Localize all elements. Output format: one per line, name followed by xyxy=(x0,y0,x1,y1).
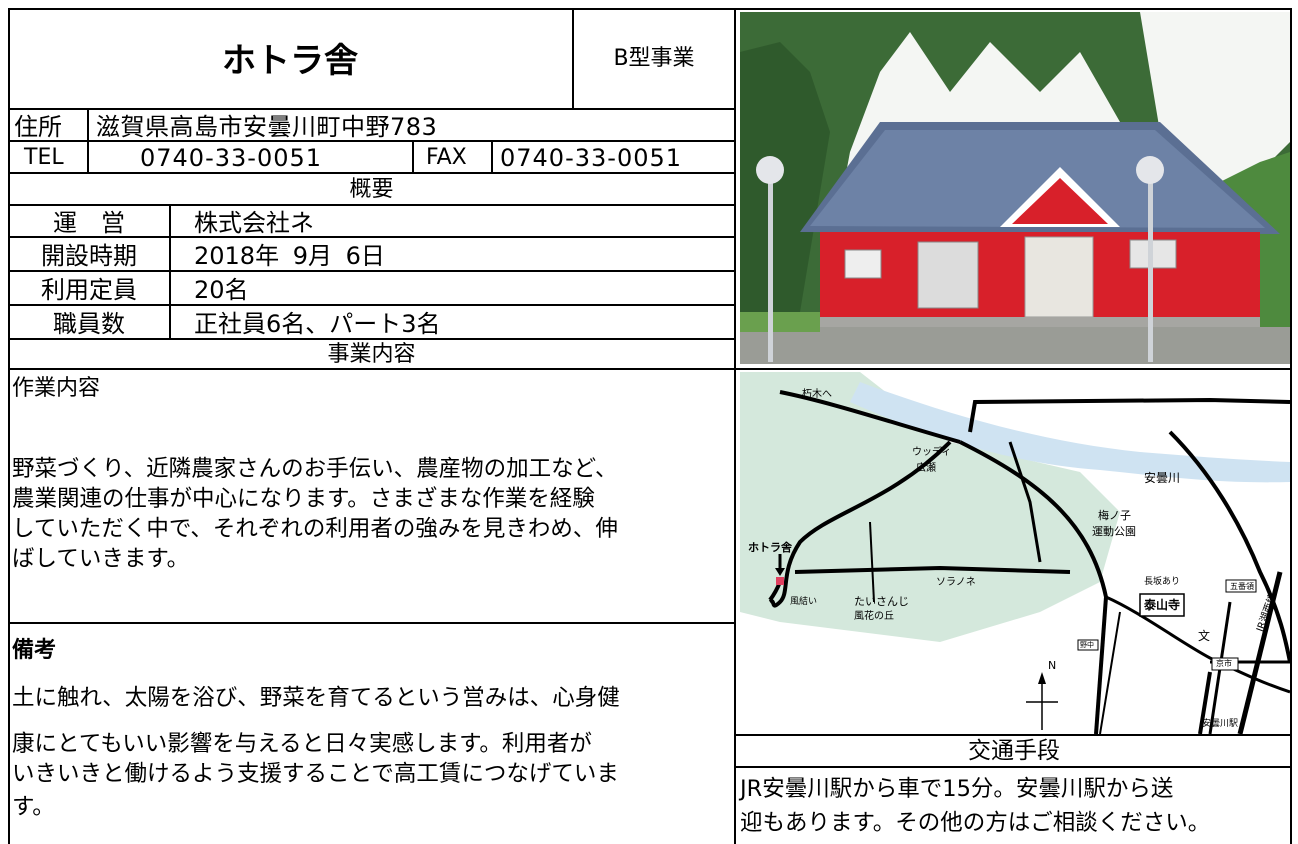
fax-value: 0740-33-0051 xyxy=(500,144,683,172)
map-label-kutsuki: 朽木へ xyxy=(802,389,832,400)
work-line-2: 農業関連の仕事が中心になります。さまざまな作業を経験 xyxy=(12,486,595,512)
map-label-kyoumachi: 京市 xyxy=(1216,659,1232,668)
map-label-kazahana: 風花の丘 xyxy=(854,611,894,622)
work-line-4: ばしていきます。 xyxy=(12,546,190,572)
fax-divider-right xyxy=(491,142,493,174)
overview-value-1: 株式会社ネ xyxy=(194,209,314,237)
work-line-1: 野菜づくり、近隣農家さんのお手伝い、農産物の加工など、 xyxy=(12,456,618,482)
transport-heading-row xyxy=(736,734,1292,768)
work-line-3: していただく中で、それぞれの利用者の強みを見きわめ、伸 xyxy=(12,516,618,542)
overview-heading: 概要 xyxy=(349,177,394,202)
column-divider xyxy=(734,8,736,844)
map-label-taisanji: たいさんじ xyxy=(854,595,909,608)
map-label-soranone: ソラノネ xyxy=(936,577,976,588)
tel-fax-row xyxy=(8,142,735,174)
header-divider xyxy=(572,8,574,110)
notes-divider xyxy=(8,622,735,624)
map-label-hirose: 広瀬 xyxy=(916,463,936,474)
business-heading: 事業内容 xyxy=(327,342,416,367)
facility-photo xyxy=(740,12,1290,364)
map-label-taisanji-temple: 泰山寺 xyxy=(1144,598,1181,612)
overview-label-3: 利用定員 xyxy=(41,276,137,304)
map-label-north: N xyxy=(1048,659,1057,672)
map-label-woody: ウッディ xyxy=(912,447,952,458)
overview-value-4: 正社員6名、パート3名 xyxy=(194,310,441,338)
fax-label: FAX xyxy=(426,145,467,170)
overview-divider xyxy=(169,206,171,340)
facility-type: B型事業 xyxy=(613,46,695,71)
map-label-hotora: ホトラ舎 xyxy=(748,541,792,554)
facility-name: ホトラ舎 xyxy=(222,41,358,81)
fax-divider-left xyxy=(412,142,414,174)
map-label-nagasaka: 長坂あり xyxy=(1144,577,1181,587)
address-divider xyxy=(87,110,89,142)
access-map: 朽木へ ウッディ 広瀬 安曇川 梅ノ子 運動公園 ホトラ舎 ソラノネ 風結い た… xyxy=(740,372,1290,734)
business-heading-row xyxy=(8,340,735,370)
notes-line-3: いきいきと働けるよう支援することで高工賃につなげていま xyxy=(12,761,619,787)
header-row xyxy=(8,8,735,110)
map-label-park1: 梅ノ子 xyxy=(1098,509,1131,522)
overview-heading-row xyxy=(8,174,735,206)
overview-row-2 xyxy=(8,238,735,272)
work-title: 作業内容 xyxy=(12,376,101,401)
notes-line-4: す。 xyxy=(12,794,55,820)
overview-value-3: 20名 xyxy=(194,276,249,304)
overview-label-1: 運 営 xyxy=(53,209,125,237)
map-label-goban: 五番領 xyxy=(1230,582,1254,591)
overview-row-1 xyxy=(8,206,735,238)
map-label-river: 安曇川 xyxy=(1144,471,1181,485)
overview-row-4 xyxy=(8,306,735,340)
address-value: 滋賀県高島市安曇川町中野783 xyxy=(96,113,438,141)
map-svg xyxy=(740,372,1290,734)
notes-line-2: 康にとてもいい影響を与えると日々実感します。利用者が xyxy=(12,731,592,757)
tel-value: 0740-33-0051 xyxy=(140,144,323,172)
notes-line-1: 土に触れ、太陽を浴び、野菜を育てるという営みは、心身健 xyxy=(12,685,620,711)
map-label-bun: 文 xyxy=(1198,629,1211,643)
address-label: 住所 xyxy=(14,113,62,141)
photo-divider xyxy=(736,368,1292,370)
transport-line-2: 迎もあります。その他の方はご相談ください。 xyxy=(740,810,1211,836)
house-photo-svg xyxy=(740,12,1290,364)
map-label-park2: 運動公園 xyxy=(1092,525,1136,538)
map-label-station: 安曇川駅 xyxy=(1202,719,1239,729)
tel-label: TEL xyxy=(24,145,64,170)
notes-title: 備考 xyxy=(12,638,57,663)
map-label-kazemusubi: 風結い xyxy=(790,597,818,607)
overview-value-2: 2018年 9月 6日 xyxy=(194,242,385,270)
overview-row-3 xyxy=(8,272,735,306)
tel-divider xyxy=(87,142,89,174)
overview-label-2: 開設時期 xyxy=(41,242,137,270)
transport-line-1: JR安曇川駅から車で15分。安曇川駅から送 xyxy=(740,776,1174,802)
overview-label-4: 職員数 xyxy=(53,310,125,338)
outer-frame xyxy=(8,8,1292,844)
address-row xyxy=(8,110,735,142)
map-label-nonaka: 野中 xyxy=(1080,641,1094,649)
transport-heading: 交通手段 xyxy=(968,738,1060,764)
